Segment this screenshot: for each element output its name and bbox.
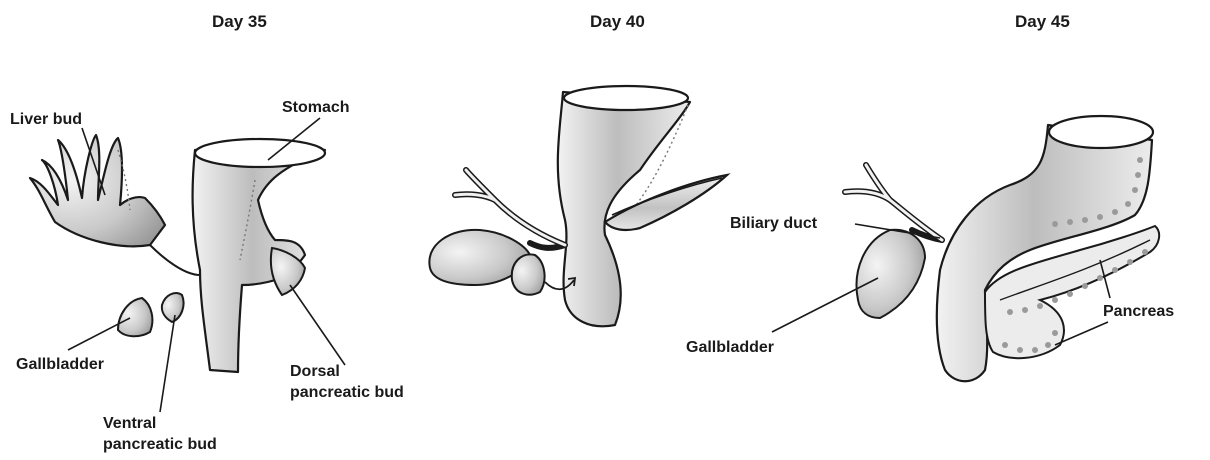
label-gallbladder-35: Gallbladder [16,355,104,375]
day45-gallbladder [857,230,925,318]
day40-stomach-opening [564,86,688,110]
day40-ventral-bud [512,254,545,294]
day40-title: Day 40 [590,12,645,32]
day45-title: Day 45 [1015,12,1070,32]
label-ventral-line2: pancreatic bud [103,435,217,455]
day35-title: Day 35 [212,12,267,32]
label-dorsal-line2: pancreatic bud [290,383,404,403]
day35-liver-bud [30,135,165,246]
label-stomach: Stomach [282,98,350,118]
day35-ventral-bud [162,293,184,322]
leader-gallbladder-35 [68,318,130,350]
day40-drawing [429,86,727,326]
day45-stomach-opening [1049,116,1153,148]
label-pancreas: Pancreas [1103,302,1174,322]
label-biliary-duct: Biliary duct [730,214,817,234]
label-dorsal-line1: Dorsal [290,362,340,382]
day35-stomach-opening [195,139,325,167]
label-ventral-line1: Ventral [103,414,156,434]
day35-stomach-tube [193,150,325,372]
label-liver-bud: Liver bud [10,110,82,130]
day45-drawing [772,116,1159,381]
leader-ventral [160,315,175,412]
label-gallbladder-45: Gallbladder [686,338,774,358]
leader-dorsal [290,285,345,365]
day35-gallbladder [118,298,152,336]
